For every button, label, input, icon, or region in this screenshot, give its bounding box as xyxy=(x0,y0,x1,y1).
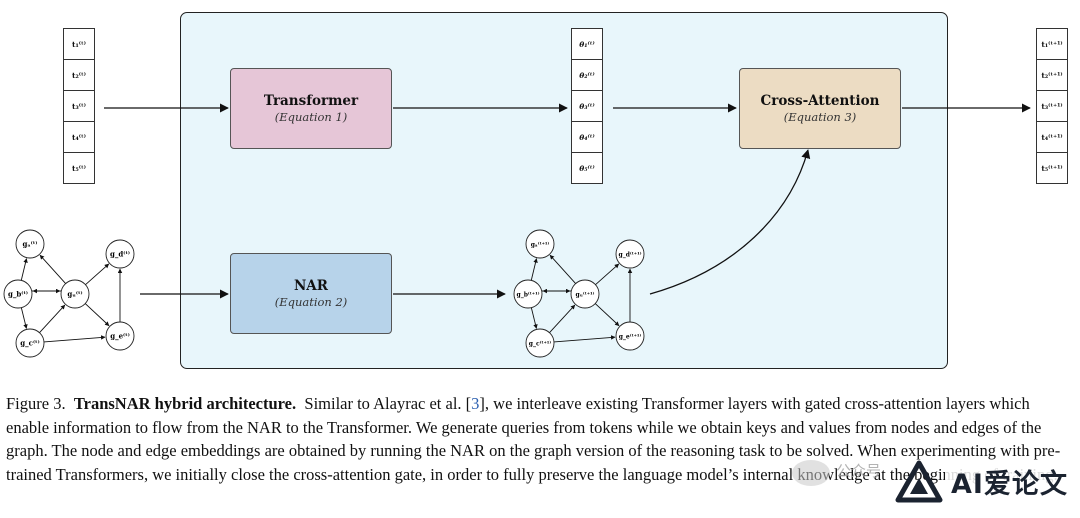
graph-node xyxy=(105,239,135,269)
graph-node-label: g_b⁽ᵗ⁺¹⁾ xyxy=(517,292,540,299)
graph-edge xyxy=(530,307,538,329)
graph-node-label: g_e⁽ᵗ⁾ xyxy=(110,332,130,341)
graph-node xyxy=(3,279,33,309)
graph-node xyxy=(15,328,45,358)
graph-node-label: g_c⁽ᵗ⁺¹⁾ xyxy=(529,341,552,348)
graph-node xyxy=(105,321,135,351)
graph-node xyxy=(570,279,600,309)
graph-node-label: g_d⁽ᵗ⁾ xyxy=(110,250,130,259)
graph-edge xyxy=(530,258,538,281)
graph-edge xyxy=(595,263,620,286)
output-token: t₁⁽ᵗ⁺¹⁾ xyxy=(1036,28,1068,60)
graph-node-label: g_c⁽ᵗ⁾ xyxy=(20,339,39,348)
cross-attention-subtitle: (Equation 3) xyxy=(783,109,857,124)
theta-token: θ₅⁽ᵗ⁾ xyxy=(571,152,603,184)
graph-edge xyxy=(549,304,576,333)
graph-output: gₐ⁽ᵗ⁺¹⁾ g_d⁽ᵗ⁺¹⁾ g_b⁽ᵗ⁺¹⁾ gᵤ⁽ᵗ⁺¹⁾ g_c⁽ᵗ⁺¹⁾ g_… xyxy=(513,229,645,358)
nar-block: NAR (Equation 2) xyxy=(230,253,392,334)
graph-input: gₐ⁽ᵗ⁾ g_d⁽ᵗ⁾ g_b⁽ᵗ⁾ gᵤ⁽ᵗ⁾ g_c⁽ᵗ⁾ g_e⁽ᵗ⁾ xyxy=(3,229,135,358)
caption-text-1: Similar to Alayrac et al. [ xyxy=(304,394,472,413)
graph-node xyxy=(15,229,45,259)
cross-attention-block: Cross-Attention (Equation 3) xyxy=(739,68,901,149)
graph-edge xyxy=(549,254,576,284)
graph-node xyxy=(525,328,555,358)
citation-link[interactable]: 3 xyxy=(471,394,480,413)
ai-logo-icon xyxy=(895,460,943,503)
graph-node xyxy=(513,279,543,309)
graph-edge xyxy=(20,307,28,329)
output-token: t₄⁽ᵗ⁺¹⁾ xyxy=(1036,121,1068,153)
input-token: t₁⁽ᵗ⁾ xyxy=(63,28,95,60)
output-token: t₃⁽ᵗ⁺¹⁾ xyxy=(1036,90,1068,122)
theta-token: θ₄⁽ᵗ⁾ xyxy=(571,121,603,153)
transformer-block: Transformer (Equation 1) xyxy=(230,68,392,149)
arrow-graph-to-cross xyxy=(649,149,811,295)
graph-edge xyxy=(39,254,66,284)
input-token: t₂⁽ᵗ⁾ xyxy=(63,59,95,91)
graph-node-label: gₐ⁽ᵗ⁾ xyxy=(23,240,38,249)
graph-node xyxy=(60,279,90,309)
watermark-text: AI爱论文 xyxy=(945,462,1074,501)
graph-node-label: g_b⁽ᵗ⁾ xyxy=(8,290,28,299)
graph-edge xyxy=(85,263,110,286)
theta-token: θ₁⁽ᵗ⁾ xyxy=(571,28,603,60)
graph-node xyxy=(615,239,645,269)
graph-edge xyxy=(84,303,110,327)
transformer-subtitle: (Equation 1) xyxy=(274,109,348,124)
input-token: t₅⁽ᵗ⁾ xyxy=(63,152,95,184)
caption-title: TransNAR hybrid architecture. xyxy=(73,394,297,413)
graph-node-label: gₐ⁽ᵗ⁺¹⁾ xyxy=(531,242,550,249)
graph-node-label: gᵤ⁽ᵗ⁾ xyxy=(67,290,82,299)
watermark-gray-text: 公众号 xyxy=(836,462,882,480)
input-token: t₃⁽ᵗ⁾ xyxy=(63,90,95,122)
graph-node-label: g_d⁽ᵗ⁺¹⁾ xyxy=(619,252,642,259)
graph-node-label: g_e⁽ᵗ⁺¹⁾ xyxy=(619,334,642,341)
theta-token-column: θ₁⁽ᵗ⁾ θ₂⁽ᵗ⁾ θ₃⁽ᵗ⁾ θ₄⁽ᵗ⁾ θ₅⁽ᵗ⁾ xyxy=(571,28,603,184)
output-token-column: t₁⁽ᵗ⁺¹⁾ t₂⁽ᵗ⁺¹⁾ t₃⁽ᵗ⁺¹⁾ t₄⁽ᵗ⁺¹⁾ t₅⁽ᵗ⁺¹⁾ xyxy=(1036,28,1068,184)
theta-token: θ₃⁽ᵗ⁾ xyxy=(571,90,603,122)
theta-token: θ₂⁽ᵗ⁾ xyxy=(571,59,603,91)
cross-attention-title: Cross-Attention xyxy=(760,92,880,109)
caption-label: Figure 3. xyxy=(6,394,66,413)
graph-edge xyxy=(39,304,66,333)
graph-edge xyxy=(43,335,106,343)
input-token-column: t₁⁽ᵗ⁾ t₂⁽ᵗ⁾ t₃⁽ᵗ⁾ t₄⁽ᵗ⁾ t₅⁽ᵗ⁾ xyxy=(63,28,95,184)
output-token: t₅⁽ᵗ⁺¹⁾ xyxy=(1036,152,1068,184)
output-token: t₂⁽ᵗ⁺¹⁾ xyxy=(1036,59,1068,91)
nar-title: NAR xyxy=(293,277,329,294)
graph-node xyxy=(525,229,555,259)
graph-edge xyxy=(20,258,28,281)
watermark: 公众号 AI爱论文 xyxy=(790,452,1075,514)
graph-edge xyxy=(553,335,616,343)
graph-edge xyxy=(594,303,620,327)
wechat-icon xyxy=(792,460,830,486)
graph-node-label: gᵤ⁽ᵗ⁺¹⁾ xyxy=(576,292,595,299)
input-token: t₄⁽ᵗ⁾ xyxy=(63,121,95,153)
transformer-title: Transformer xyxy=(263,92,359,109)
nar-subtitle: (Equation 2) xyxy=(274,294,348,309)
graph-node xyxy=(615,321,645,351)
